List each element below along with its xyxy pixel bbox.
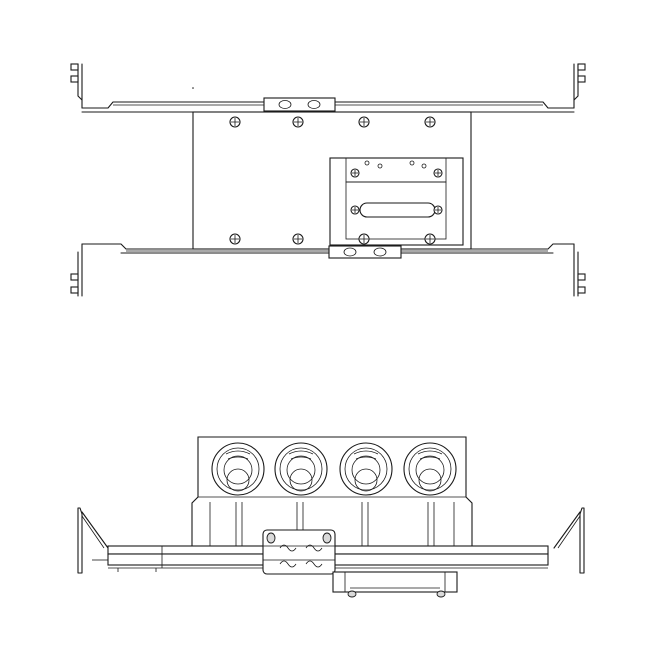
knockout-4 <box>403 442 457 496</box>
screw-icon <box>433 205 443 215</box>
junction-box <box>329 157 464 246</box>
cable-slot <box>359 202 436 218</box>
left-bracket-lower <box>70 243 83 297</box>
stray-dot <box>192 87 194 89</box>
screw-icon <box>292 233 304 245</box>
lower-rail-clip <box>328 245 402 259</box>
screw-icon <box>358 116 370 128</box>
screw-icon <box>358 233 370 245</box>
clip-screw-icon <box>279 544 323 568</box>
right-bracket-upper <box>573 63 586 109</box>
screw-icon <box>424 233 436 245</box>
screw-icon <box>229 116 241 128</box>
clip-screw-icon <box>266 532 332 544</box>
upper-rail-clip <box>263 97 336 112</box>
screw-icon <box>424 116 436 128</box>
right-bracket-lower <box>573 243 586 297</box>
screw-icon <box>347 590 446 598</box>
right-hanger <box>553 507 585 574</box>
knockout-2 <box>274 442 328 496</box>
knockout-1 <box>211 442 265 496</box>
front-rail-clip <box>262 529 336 575</box>
screw-icon <box>350 205 360 215</box>
lower-mounting-bar <box>332 571 458 598</box>
top-view-screws <box>229 116 443 245</box>
screw-icon <box>433 168 443 178</box>
screw-icon <box>350 168 360 178</box>
knockout-3 <box>339 442 393 496</box>
top-view <box>70 63 586 297</box>
front-view <box>77 436 585 598</box>
left-hanger <box>77 507 109 574</box>
screw-icon <box>229 233 241 245</box>
left-bracket-upper <box>70 63 83 109</box>
screw-icon <box>292 116 304 128</box>
